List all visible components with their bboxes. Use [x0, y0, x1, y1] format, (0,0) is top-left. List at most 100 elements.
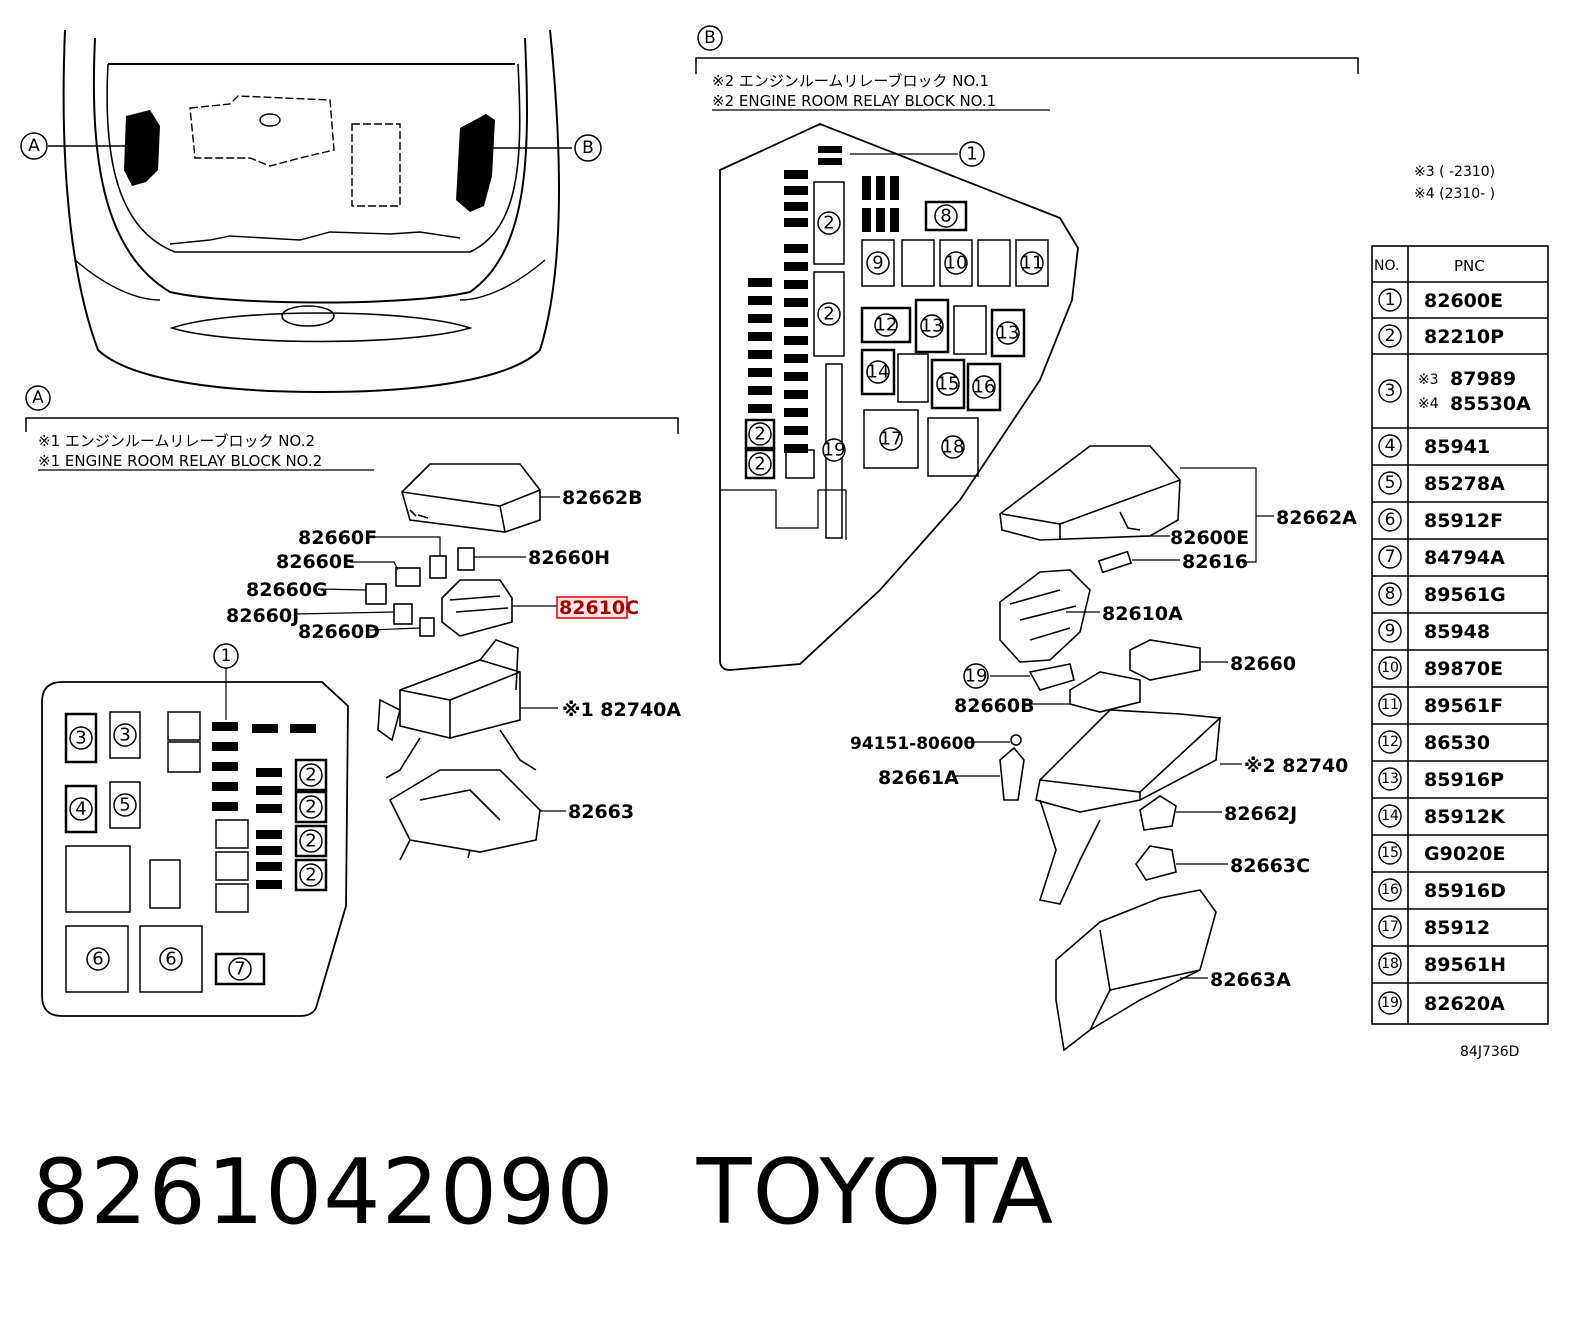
- highlight-box: [556, 596, 628, 619]
- part-82660h[interactable]: 82660H: [528, 547, 610, 569]
- part-82663a[interactable]: 82663A: [1210, 969, 1291, 991]
- pnc-row-5-pnc[interactable]: 85278A: [1424, 473, 1505, 495]
- part-82660[interactable]: 82660: [1230, 653, 1296, 675]
- part-94151-80600[interactable]: 94151-80600: [850, 734, 976, 754]
- fuse-b-13-1: 13: [921, 316, 944, 337]
- fuse-b-18: 18: [942, 437, 965, 458]
- fuse-b-11: 11: [1021, 253, 1044, 274]
- pnc-row-16-pnc[interactable]: 85916D: [1424, 880, 1506, 902]
- note-4-range: ※4 (2310- ): [1414, 186, 1495, 202]
- pnc-row-5-no: 5: [1385, 473, 1396, 493]
- fuse-map-a: [41, 681, 349, 1017]
- pnc-row-18-no: 18: [1381, 956, 1399, 972]
- footer-part-number: 8261042090: [32, 1140, 615, 1245]
- fuse-a-3-2: 3: [119, 725, 130, 746]
- pnc-row-13-pnc[interactable]: 85916P: [1424, 769, 1504, 791]
- pnc-row-3-mark-b: ※4: [1418, 396, 1439, 412]
- fuse-a-7: 7: [234, 959, 245, 980]
- drawing-code: 84J736D: [1460, 1044, 1519, 1060]
- view-label-a: A: [28, 136, 40, 156]
- pnc-row-3-pnc-a[interactable]: 87989: [1450, 368, 1516, 390]
- pnc-row-6-no: 6: [1385, 510, 1396, 530]
- fuse-b-2-2: 2: [823, 304, 834, 325]
- section-b: B ※2 エンジンルームリレーブロック NO.1 ※2 ENGINE ROOM …: [695, 25, 1359, 1052]
- note-3-range: ※3 ( -2310): [1414, 164, 1495, 180]
- pnc-row-9-pnc[interactable]: 85948: [1424, 621, 1490, 643]
- section-b-note-jp: ※2 エンジンルームリレーブロック NO.1: [712, 72, 989, 90]
- pnc-row-17-pnc[interactable]: 85912: [1424, 917, 1490, 939]
- part-82740a[interactable]: ※1 82740A: [562, 699, 681, 721]
- part-82660d[interactable]: 82660D: [298, 621, 380, 643]
- section-b-note-en: ※2 ENGINE ROOM RELAY BLOCK NO.1: [712, 92, 996, 110]
- part-82740[interactable]: ※2 82740: [1244, 755, 1348, 777]
- fuse-b-1: 1: [966, 144, 977, 165]
- fuse-b-9: 9: [872, 253, 883, 274]
- fuse-b-2-4: 2: [754, 454, 765, 475]
- pnc-row-14-pnc[interactable]: 85912K: [1424, 806, 1506, 828]
- pnc-row-12-pnc[interactable]: 86530: [1424, 732, 1490, 754]
- fuse-b-8: 8: [940, 206, 951, 227]
- pnc-row-10-pnc[interactable]: 89870E: [1424, 658, 1503, 680]
- fuse-b-17: 17: [880, 429, 903, 450]
- pnc-row-1-no: 1: [1385, 290, 1396, 310]
- part-82662a[interactable]: 82662A: [1276, 507, 1357, 529]
- part-82610c[interactable]: 82610C: [559, 597, 639, 619]
- pnc-row-19-pnc[interactable]: 82620A: [1424, 993, 1505, 1015]
- fuse-a-3-1: 3: [75, 728, 86, 749]
- fuse-a-2-4: 2: [305, 865, 316, 886]
- part-82660g[interactable]: 82660G: [246, 579, 328, 601]
- pnc-row-13-no: 13: [1381, 771, 1399, 787]
- pnc-row-7-no: 7: [1385, 547, 1396, 567]
- pnc-row-15-no: 15: [1381, 845, 1399, 861]
- pnc-row-7-pnc[interactable]: 84794A: [1424, 547, 1505, 569]
- fuse-b-10: 10: [945, 253, 968, 274]
- pnc-row-11-pnc[interactable]: 89561F: [1424, 695, 1503, 717]
- fuse-b-19: 19: [823, 440, 846, 461]
- fuse-b-14: 14: [867, 362, 890, 383]
- part-82660j[interactable]: 82660J: [226, 605, 299, 627]
- part-82600e[interactable]: 82600E: [1170, 527, 1249, 549]
- part-82663[interactable]: 82663: [568, 801, 634, 823]
- fuse-a-6-2: 6: [165, 949, 176, 970]
- pnc-row-9-no: 9: [1385, 621, 1396, 641]
- part-82660b[interactable]: 82660B: [954, 695, 1035, 717]
- part-82610a[interactable]: 82610A: [1102, 603, 1183, 625]
- view-label-b: B: [582, 138, 594, 158]
- pnc-header-no: NO.: [1374, 258, 1399, 274]
- fuse-b-13-2: 13: [997, 323, 1020, 344]
- fuse-a-2-2: 2: [305, 797, 316, 818]
- pnc-header-pnc: PNC: [1454, 257, 1485, 275]
- part-82660f[interactable]: 82660F: [298, 527, 377, 549]
- part-82662b[interactable]: 82662B: [562, 487, 643, 509]
- relay-block-location-a: [124, 110, 160, 186]
- pnc-row-1-pnc[interactable]: 82600E: [1424, 290, 1503, 312]
- pnc-row-8-no: 8: [1385, 584, 1396, 604]
- part-82660e[interactable]: 82660E: [276, 551, 355, 573]
- part-82661a[interactable]: 82661A: [878, 767, 959, 789]
- pnc-row-8-pnc[interactable]: 89561G: [1424, 584, 1506, 606]
- pnc-row-18-pnc[interactable]: 89561H: [1424, 954, 1506, 976]
- part-82616[interactable]: 82616: [1182, 551, 1248, 573]
- pnc-row-3-mark-a: ※3: [1418, 372, 1439, 388]
- fuse-b-12: 12: [875, 315, 898, 336]
- part-19[interactable]: 19: [965, 666, 988, 687]
- fuse-a-2-1: 2: [305, 765, 316, 786]
- fuse-a-2-3: 2: [305, 831, 316, 852]
- pnc-row-10-no: 10: [1381, 660, 1399, 676]
- relay-block-no1-exploded: [999, 445, 1221, 1052]
- fuse-map-b: [719, 123, 1079, 671]
- pnc-row-4-pnc[interactable]: 85941: [1424, 436, 1490, 458]
- fuse-b-2-3: 2: [754, 424, 765, 445]
- pnc-row-11-no: 11: [1381, 697, 1399, 713]
- pnc-row-6-pnc[interactable]: 85912F: [1424, 510, 1503, 532]
- pnc-row-15-pnc[interactable]: G9020E: [1424, 843, 1505, 865]
- pnc-row-12-no: 12: [1381, 734, 1399, 750]
- pnc-row-3-pnc-b[interactable]: 85530A: [1450, 393, 1531, 415]
- section-a-label: A: [32, 388, 44, 408]
- part-82662j[interactable]: 82662J: [1224, 803, 1297, 825]
- fuse-b-16: 16: [973, 377, 996, 398]
- fuse-a-6-1: 6: [92, 949, 103, 970]
- part-82663c[interactable]: 82663C: [1230, 855, 1310, 877]
- pnc-row-2-pnc[interactable]: 82210P: [1424, 326, 1504, 348]
